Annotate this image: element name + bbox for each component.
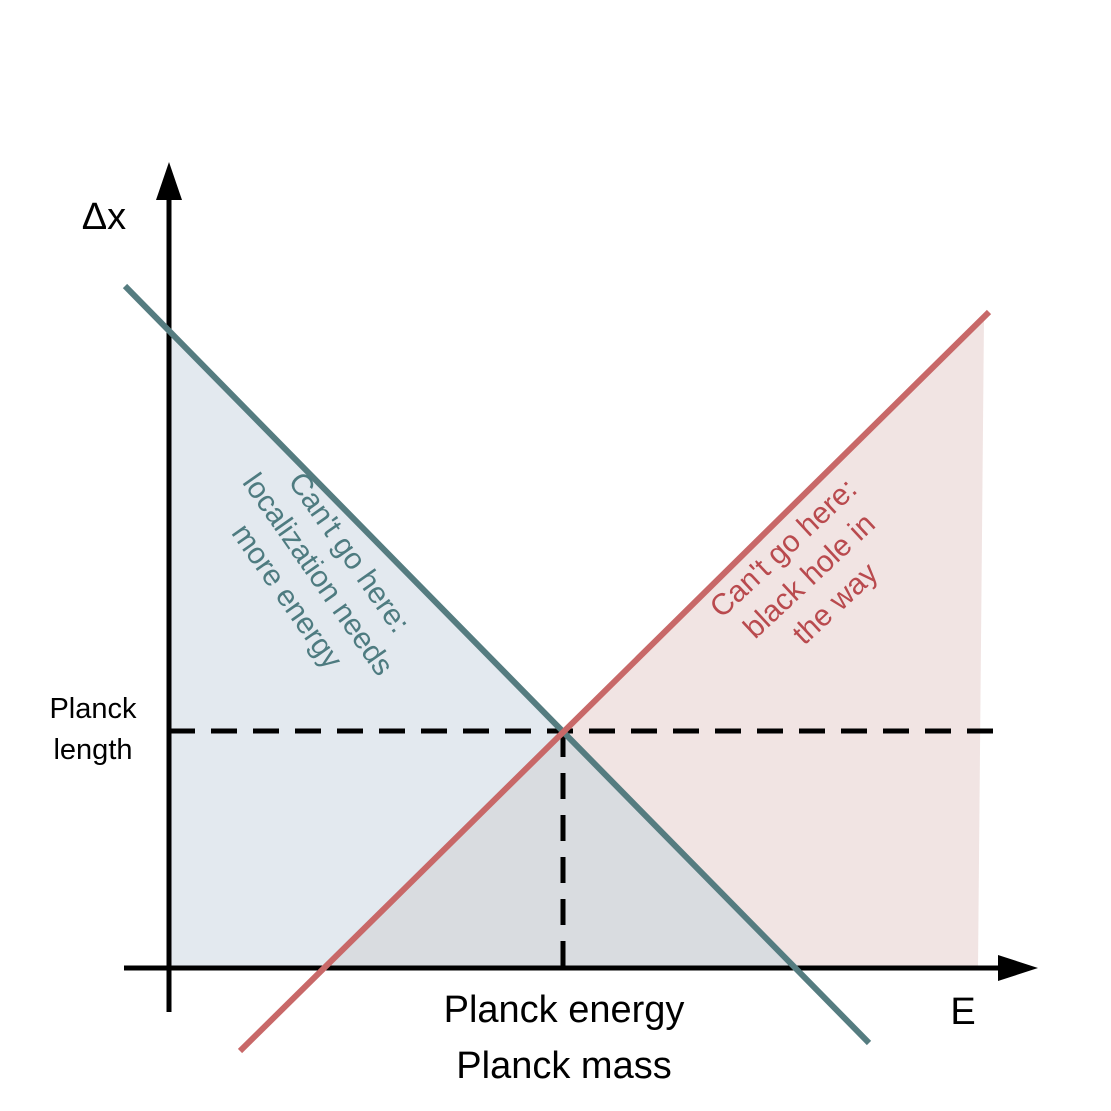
overlap-region bbox=[321, 731, 800, 968]
planck-mass-label: Planck mass bbox=[456, 1045, 671, 1087]
planck-length-label-line2: length bbox=[53, 734, 132, 766]
planck-length-label-line1: Planck bbox=[49, 693, 137, 725]
x-axis-arrowhead bbox=[998, 955, 1038, 981]
y-axis-label: Δx bbox=[82, 196, 126, 238]
x-axis-label: E bbox=[950, 991, 975, 1033]
y-axis-arrowhead bbox=[156, 162, 182, 200]
planck-energy-label: Planck energy bbox=[444, 989, 685, 1031]
localization-boundary-line bbox=[122, 283, 872, 1046]
black-hole-boundary-line bbox=[237, 309, 992, 1054]
